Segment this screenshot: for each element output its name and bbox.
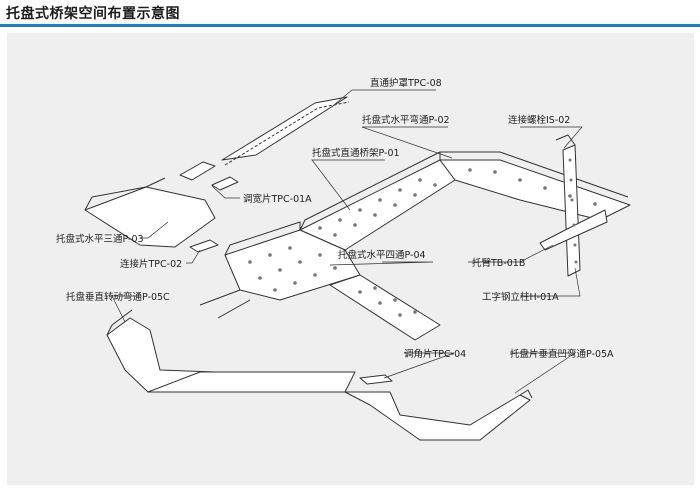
straight-tray-part — [299, 151, 456, 251]
label-horizontal-bend: 托盘式水平弯通P-02 — [362, 114, 450, 126]
horizontal-tee-part — [84, 177, 216, 248]
label-i-beam-column: 工字钢立柱H-01A — [482, 291, 559, 303]
label-connecting-plate: 连接片TPC-02 — [120, 258, 182, 270]
perforation-holes — [248, 158, 597, 317]
label-horizontal-tee: 托盘式水平三通P-03 — [56, 233, 144, 245]
leader-lines — [111, 89, 583, 394]
support-arm — [539, 209, 608, 251]
angle-adjusting-plate — [359, 374, 393, 385]
branch-tray — [329, 274, 441, 341]
label-support-arm: 托臂TB-01B — [472, 257, 525, 269]
label-horizontal-cross: 托盘式水平四通P-04 — [338, 249, 426, 261]
label-connecting-bolt: 连接螺栓IS-02 — [508, 114, 570, 126]
connecting-plate — [189, 239, 219, 253]
label-vertical-concave-bend: 托盘片垂直凹弯通P-05A — [510, 348, 614, 360]
page-title: 托盘式桥架空间布置示意图 — [6, 6, 180, 22]
label-angle-adjusting-plate: 调角片TPC-04 — [404, 348, 466, 360]
horizontal-bend-part — [439, 151, 631, 221]
width-adjusting-plate — [179, 161, 239, 191]
title-underline — [0, 24, 700, 27]
label-width-adjusting-plate: 调宽片TPC-01A — [243, 193, 312, 205]
label-vertical-rotating-bend: 托盘垂直转动弯通P-05C — [66, 291, 170, 303]
vertical-concave-bend — [344, 389, 533, 441]
straight-cover-part — [221, 96, 350, 166]
label-straight-cover: 直通护罩TPC-08 — [370, 77, 442, 89]
lower-straight-tray — [147, 371, 356, 393]
i-beam-column — [555, 134, 581, 277]
label-straight-tray: 托盘式直通桥架P-01 — [312, 147, 400, 159]
